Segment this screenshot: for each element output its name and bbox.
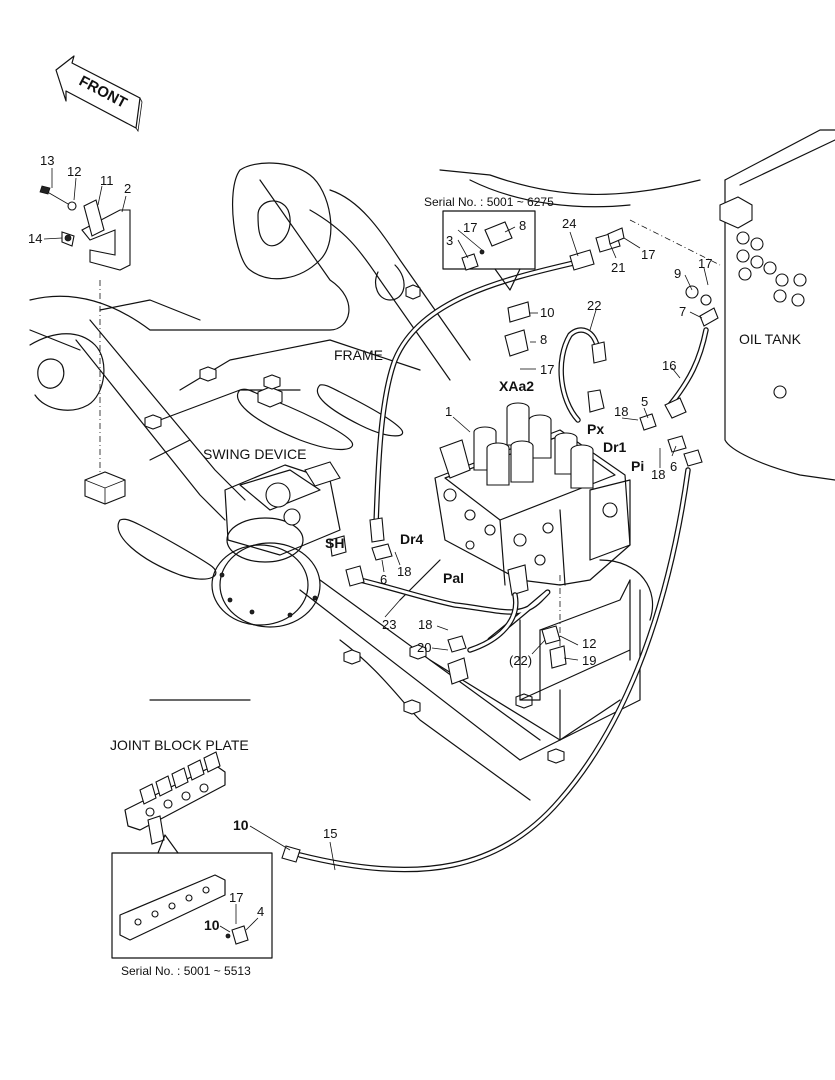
callout-22-ref: (22) bbox=[509, 653, 532, 668]
callout-18-right: 18 bbox=[614, 404, 628, 419]
frame-structure bbox=[29, 162, 721, 801]
port-sh: SH bbox=[325, 535, 344, 551]
hoses bbox=[297, 259, 709, 873]
callout-17-top: 17 bbox=[641, 247, 655, 262]
callout-12: 12 bbox=[67, 164, 81, 179]
port-pal: Pal bbox=[443, 570, 464, 586]
callout-13: 13 bbox=[40, 153, 54, 168]
callout-19: 19 bbox=[582, 653, 596, 668]
callout-17-mid: 17 bbox=[540, 362, 554, 377]
callout-7: 7 bbox=[679, 304, 686, 319]
bracket-assembly bbox=[39, 185, 131, 271]
callout-6-right: 6 bbox=[670, 459, 677, 474]
callout-18-pi: 18 bbox=[651, 467, 665, 482]
callout-18-pal: 18 bbox=[418, 617, 432, 632]
port-xaa2: XAa2 bbox=[499, 378, 534, 394]
callout-18-dr4: 18 bbox=[397, 564, 411, 579]
callout-12-frame: 12 bbox=[582, 636, 596, 651]
oil-tank-label: OIL TANK bbox=[739, 331, 802, 347]
callout-9: 9 bbox=[674, 266, 681, 281]
callout-17-inset: 17 bbox=[463, 220, 477, 235]
joint-block-plate bbox=[124, 751, 226, 845]
callout-22: 22 bbox=[587, 298, 601, 313]
joint-block-plate-label: JOINT BLOCK PLATE bbox=[110, 737, 249, 753]
callout-16: 16 bbox=[662, 358, 676, 373]
port-labels: XAa2 Px Dr1 Pi Dr4 Pal SH bbox=[325, 378, 644, 586]
callout-8: 8 bbox=[540, 332, 547, 347]
swing-device bbox=[211, 461, 341, 628]
callout-8-inset: 8 bbox=[519, 218, 526, 233]
top-inset bbox=[442, 210, 536, 291]
callout-17-inset-bottom: 17 bbox=[229, 890, 243, 905]
callout-23: 23 bbox=[382, 617, 396, 632]
callout-10: 10 bbox=[540, 305, 554, 320]
swing-device-label: SWING DEVICE bbox=[203, 446, 306, 462]
port-px: Px bbox=[587, 421, 604, 437]
callout-15: 15 bbox=[323, 826, 337, 841]
callout-1: 1 bbox=[445, 404, 452, 419]
callout-21: 21 bbox=[611, 260, 625, 275]
leader-lines bbox=[43, 168, 709, 933]
fittings bbox=[281, 227, 703, 863]
main-control-valve bbox=[434, 402, 631, 596]
callout-11: 11 bbox=[100, 173, 114, 188]
callout-3: 3 bbox=[446, 233, 453, 248]
callout-2: 2 bbox=[124, 181, 131, 196]
callout-24: 24 bbox=[562, 216, 576, 231]
callout-10-joint: 10 bbox=[233, 817, 249, 833]
callout-5: 5 bbox=[641, 394, 648, 409]
oil-tank bbox=[685, 129, 835, 481]
callout-numbers: 13 12 11 2 14 17 8 3 24 21 17 9 17 7 10 … bbox=[28, 153, 712, 933]
top-inset-serial: Serial No. : 5001 ~ 6275 bbox=[424, 195, 554, 209]
frame-label: FRAME bbox=[334, 347, 383, 363]
port-dr1: Dr1 bbox=[603, 439, 627, 455]
valve-mounting-frame bbox=[519, 579, 641, 761]
port-dr4: Dr4 bbox=[400, 531, 424, 547]
callout-14: 14 bbox=[28, 231, 42, 246]
callout-20: 20 bbox=[417, 640, 431, 655]
bottom-inset bbox=[111, 834, 273, 959]
callout-6-left: 6 bbox=[380, 572, 387, 587]
callout-17-tank: 17 bbox=[698, 256, 712, 271]
front-arrow: FRONT bbox=[55, 55, 143, 133]
callout-10-inset: 10 bbox=[204, 917, 220, 933]
text-labels: FRAME SWING DEVICE OIL TANK JOINT BLOCK … bbox=[110, 195, 802, 978]
port-pi: Pi bbox=[631, 458, 644, 474]
bottom-inset-serial: Serial No. : 5001 ~ 5513 bbox=[121, 964, 251, 978]
callout-4: 4 bbox=[257, 904, 264, 919]
